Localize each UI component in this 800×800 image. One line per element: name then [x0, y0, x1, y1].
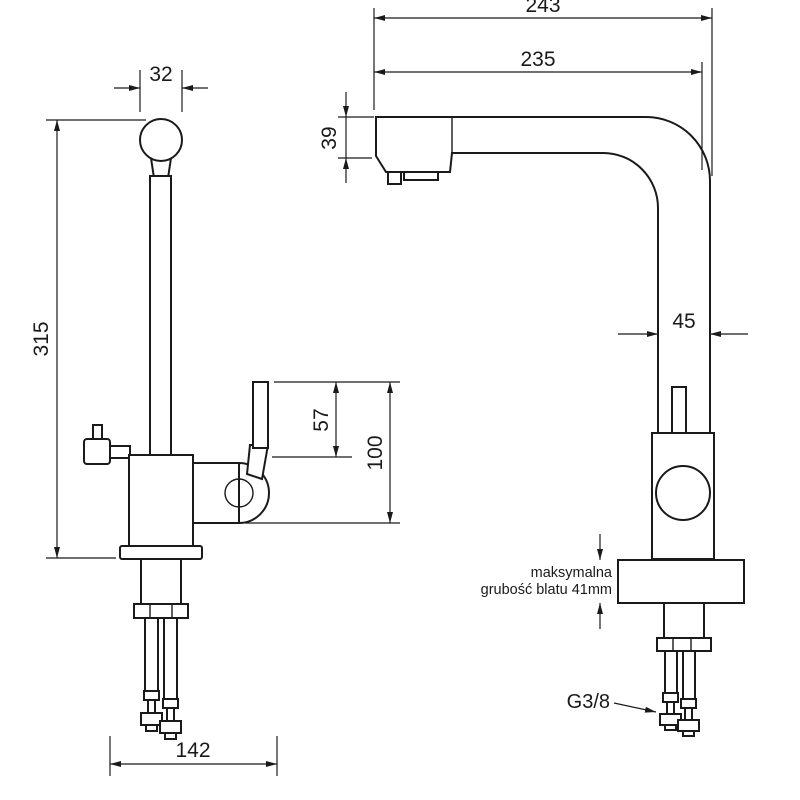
hose-connector-tip	[164, 732, 177, 740]
hose-rod	[666, 701, 675, 715]
dim-total-height-label: 315	[30, 321, 53, 356]
front-view-dimensions: 32 315 57 100 142	[30, 63, 400, 776]
filter-handle	[83, 438, 111, 465]
mixer-arm	[192, 462, 240, 524]
counter-thickness-note-line2: grubość blatu 41mm	[481, 582, 612, 598]
supply-hose-right-side	[682, 650, 696, 700]
hose-connector-tip	[664, 724, 677, 731]
aerator-block	[387, 171, 402, 185]
supply-hose-left-side	[664, 650, 678, 694]
dim-spout-height-label: 39	[318, 126, 341, 149]
hose-rod	[147, 699, 156, 714]
dim-lever-total-label: 100	[364, 435, 387, 470]
dim-body-width-label: 45	[672, 310, 695, 333]
hose-connector-nut	[140, 712, 163, 726]
mounting-thread	[140, 558, 182, 605]
supply-hose-right	[163, 617, 178, 700]
dim-base-width-label: 142	[175, 739, 210, 762]
mixer-lever	[252, 381, 269, 449]
hose-ferrule	[143, 690, 160, 701]
dim-spout-reach-label: 235	[520, 48, 555, 71]
hose-rod	[684, 707, 693, 721]
hose-connector-tip	[145, 724, 158, 732]
dim-spout-width-label: 32	[149, 63, 172, 86]
spout-profile	[375, 116, 711, 434]
mixer-lever-side	[671, 386, 687, 436]
body-ball-joint	[655, 465, 711, 521]
lever-joint	[245, 444, 270, 481]
faucet-body	[128, 454, 194, 548]
countertop-cross-section	[617, 559, 745, 604]
supply-hose-left	[144, 617, 159, 692]
hose-connector-nut	[159, 720, 182, 734]
aerator-ring	[403, 171, 439, 181]
mixer-cap-detail	[224, 478, 254, 508]
hose-connector-nut	[677, 719, 700, 732]
mounting-nut	[133, 603, 189, 619]
spout-head-ball	[139, 118, 183, 162]
front-view	[83, 118, 270, 740]
mounting-thread-side	[663, 602, 705, 639]
mounting-nut-side	[656, 637, 712, 652]
hose-ferrule	[162, 698, 179, 709]
hose-ferrule	[662, 692, 679, 703]
hose-rod	[166, 707, 175, 722]
side-view	[375, 116, 745, 737]
dim-lever-height-label: 57	[310, 408, 333, 431]
hose-connector-tip	[682, 730, 695, 737]
filter-handle-neck	[109, 445, 131, 459]
hose-ferrule	[680, 698, 697, 709]
side-view-dimensions: 243 235 39 45 maksymalna grubość blatu 4…	[318, 0, 748, 713]
dim-total-depth-label: 243	[525, 0, 560, 17]
riser-pipe	[149, 175, 172, 458]
base-flange	[119, 545, 203, 560]
leader-line	[613, 702, 657, 713]
counter-thickness-note-line1: maksymalna	[531, 565, 613, 581]
thread-size-label: G3/8	[567, 691, 610, 713]
